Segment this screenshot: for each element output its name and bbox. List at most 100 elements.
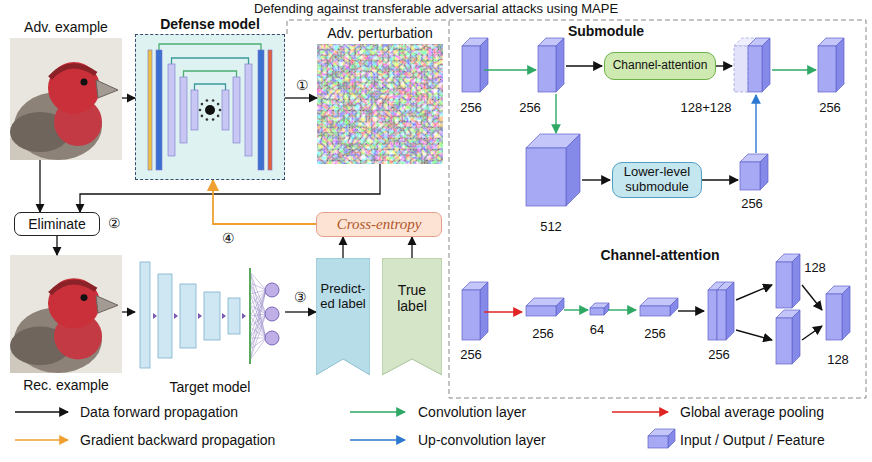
dense-link [250, 272, 266, 338]
legend-text: Gradient backward propagation [80, 432, 275, 448]
image-panel: Adv. perturbation [317, 44, 443, 164]
flow-arrow [39, 160, 40, 212]
layer-arrow [555, 94, 556, 133]
flow-arrow [285, 311, 316, 312]
flow-mark [222, 313, 226, 319]
layer-arrow [678, 310, 704, 311]
dense-link [250, 290, 266, 360]
layer-arrow [772, 69, 816, 70]
legend-text: Data forward propagation [80, 404, 238, 420]
callout-number: ① [295, 78, 310, 93]
legend-text: Global average pooling [680, 404, 824, 420]
bottleneck-dot [205, 105, 215, 115]
channel-count: 64 [590, 323, 604, 337]
legend-entry: Gradient backward propagation [80, 432, 275, 448]
process-box: Eliminate [14, 212, 100, 236]
banner-outline [316, 258, 370, 375]
cube-face [726, 282, 734, 340]
layer-arrows [15, 66, 822, 440]
loss-box: Cross-entropy [316, 212, 442, 237]
callout-number: ③ [293, 290, 308, 305]
gradient-arrow [213, 180, 316, 224]
flow-arrow [122, 311, 135, 312]
flow-mark [153, 313, 157, 319]
section-heading: Channel-attention [601, 248, 720, 263]
legend-entry: Data forward propagation [80, 404, 238, 420]
flow-arrow [122, 97, 135, 98]
cube-face [717, 290, 726, 340]
feature-cube [526, 134, 580, 206]
dense-link [250, 283, 266, 290]
cube-face [462, 290, 480, 340]
layer-arrow [15, 411, 68, 412]
layer-arrow [736, 330, 772, 340]
skip-connection [195, 84, 226, 90]
layer-arrow [716, 65, 732, 66]
layer-arrow [350, 411, 405, 412]
callout-number: ② [108, 216, 121, 231]
cube-face [556, 298, 564, 316]
layer-bar [233, 77, 240, 143]
dense-layer [249, 268, 251, 364]
box-label: Eliminate [28, 216, 86, 232]
banner-shape [382, 258, 442, 375]
legend-text: Input / Output / Feature [680, 432, 825, 448]
dense-link [250, 290, 266, 349]
layer-bar [140, 262, 150, 368]
cube-face [708, 290, 717, 340]
cube-face [776, 262, 792, 308]
flow-arrow [342, 237, 343, 258]
layer-bar [268, 50, 272, 170]
module-box: Channel-attention [604, 52, 716, 80]
layer-bar [204, 292, 220, 340]
channel-count: 256 [819, 101, 841, 115]
bottleneck-dot [201, 115, 204, 118]
cube-face [776, 318, 792, 364]
layer-arrow [484, 311, 522, 312]
unet-symbol [148, 44, 272, 170]
flow-mark [174, 313, 178, 319]
cube-face [792, 310, 800, 364]
layer-arrow [802, 285, 822, 310]
layer-arrow [564, 309, 588, 310]
cube-face [462, 46, 480, 92]
layer-bar [180, 284, 196, 348]
layer-bar [222, 90, 229, 130]
dense-link [250, 290, 266, 316]
dense-link [250, 272, 266, 314]
skip-connection [159, 44, 261, 50]
channel-count: 256 [460, 348, 482, 362]
label-banner: True label [382, 258, 442, 375]
defense-model-box: Defense model [135, 34, 285, 180]
legend-entry: Up-convolution layer [418, 432, 546, 448]
layer-arrow [702, 179, 738, 180]
feature-cube [776, 310, 800, 364]
feature-cube [462, 282, 488, 340]
feature-cube [826, 286, 850, 340]
legend-text: Up-convolution layer [418, 432, 546, 448]
channel-count: 256 [519, 101, 541, 115]
layer-bar [158, 274, 172, 358]
feature-cube [648, 429, 675, 448]
cube-face [648, 436, 668, 448]
dense-link [250, 290, 266, 338]
output-neuron [265, 307, 279, 321]
legend-entry: Convolution layer [418, 404, 526, 420]
cube-face [740, 162, 760, 190]
cube-face [836, 38, 844, 92]
layer-arrow [350, 439, 405, 440]
box-label: Predict- ed label [319, 282, 367, 312]
output-neuron [265, 283, 279, 297]
layer-bar [245, 64, 252, 156]
feature-cube [538, 38, 564, 92]
panel-caption: Target model [170, 379, 251, 395]
banner-outline [382, 258, 442, 375]
layer-bar [156, 50, 162, 170]
feature-cube [640, 298, 678, 316]
cube-face [538, 46, 556, 92]
panel-caption: Defense model [160, 16, 260, 32]
cube-face [762, 38, 770, 92]
box-label: True label [385, 282, 439, 314]
layer-bar [168, 64, 175, 156]
